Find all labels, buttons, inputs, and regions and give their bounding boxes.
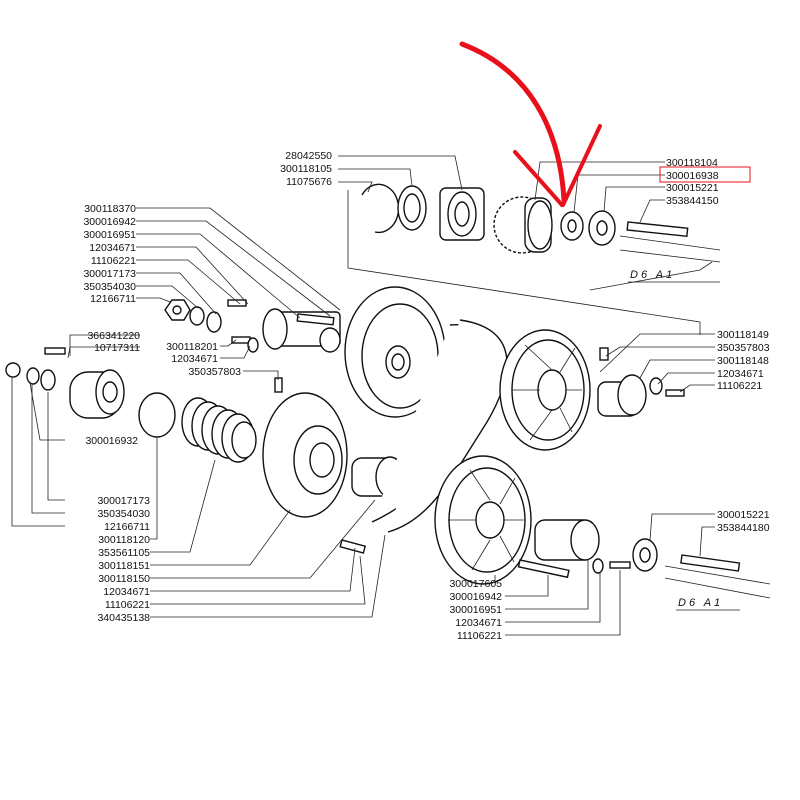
label-left-lower-10: 340435138 [97, 612, 150, 624]
label-left-lower-1: 300017173 [97, 495, 150, 507]
spring [181, 397, 257, 463]
label-left-mid-1: 300118201 [166, 341, 218, 353]
label-top-right-3: 300015221 [666, 182, 719, 194]
right-upper-pulley [499, 329, 685, 451]
part-labels: 28042550 300118105 11075676 300118370 30… [83, 150, 502, 642]
highlight-arrow [459, 41, 567, 203]
label-bottom-2: 300016942 [449, 591, 502, 603]
label-top-left-1: 28042550 [285, 150, 332, 162]
highlight-box [659, 166, 751, 183]
label-left-small-2: 10717311 [94, 342, 140, 354]
label-right-mid-3: 300118148 [717, 355, 769, 367]
label-left-lower-5: 353561105 [98, 547, 150, 559]
label-bottom-5: 11106221 [457, 630, 502, 642]
label-left-single: 300016932 [85, 435, 138, 447]
label-right-mid-2: 350357803 [717, 342, 770, 354]
label-top-right-4: 353844150 [666, 195, 719, 207]
label-left-lower-6: 300118151 [98, 560, 150, 572]
label-left-lower-2: 350354030 [97, 508, 150, 520]
label-bottom-1: 300017605 [449, 578, 502, 590]
label-left-lower-4: 300118120 [98, 534, 150, 546]
left-upper-parts [164, 286, 446, 418]
label-left-upper-6: 300017173 [83, 268, 136, 280]
label-left-upper-1: 300118370 [84, 203, 136, 215]
right-lower-pulley: D6 A1 [434, 455, 771, 611]
label-left-upper-7: 350354030 [83, 281, 136, 293]
label-top-right-1: 300118104 [666, 157, 718, 169]
label-left-upper-3: 300016951 [83, 229, 136, 241]
label-bottom-3: 300016951 [449, 604, 502, 616]
frame-code-bottom: D6 A1 [678, 597, 723, 609]
label-top-left-2: 300118105 [280, 163, 332, 175]
label-left-lower-8: 12034671 [103, 586, 150, 598]
top-assembly: D6 A1 [347, 183, 721, 335]
label-right-mid-4: 12034671 [717, 368, 764, 380]
label-left-small-1: 366341220 [87, 330, 140, 342]
part-labels-right: 300118104 300016938 300015221 353844150 … [666, 157, 770, 534]
label-left-mid-3: 350357803 [188, 366, 241, 378]
label-right-lower-2: 353844180 [717, 522, 770, 534]
label-left-upper-5: 11106221 [91, 255, 136, 267]
left-lower-parts [5, 347, 405, 554]
label-left-upper-2: 300016942 [83, 216, 136, 228]
label-left-lower-9: 11106221 [105, 599, 150, 611]
label-left-lower-7: 300118150 [98, 573, 150, 585]
label-left-lower-3: 12166711 [104, 521, 150, 533]
label-left-upper-8: 12166711 [90, 293, 136, 305]
label-right-mid-5: 11106221 [717, 380, 762, 392]
arrow-head-right [561, 124, 602, 207]
highlight-annotation [459, 41, 751, 207]
leaders-lower [11, 207, 715, 636]
label-top-left-3: 11075676 [286, 176, 332, 188]
drive-belt [371, 319, 508, 533]
label-left-upper-4: 12034671 [89, 242, 136, 254]
label-bottom-4: 12034671 [455, 617, 502, 629]
label-right-mid-1: 300118149 [717, 329, 769, 341]
label-top-right-2-highlighted: 300016938 [666, 170, 719, 182]
frame-code-top: D6 A1 [630, 269, 675, 281]
arrow-head-left [513, 150, 564, 207]
label-left-mid-2: 12034671 [171, 353, 218, 365]
label-right-lower-1: 300015221 [717, 509, 770, 521]
